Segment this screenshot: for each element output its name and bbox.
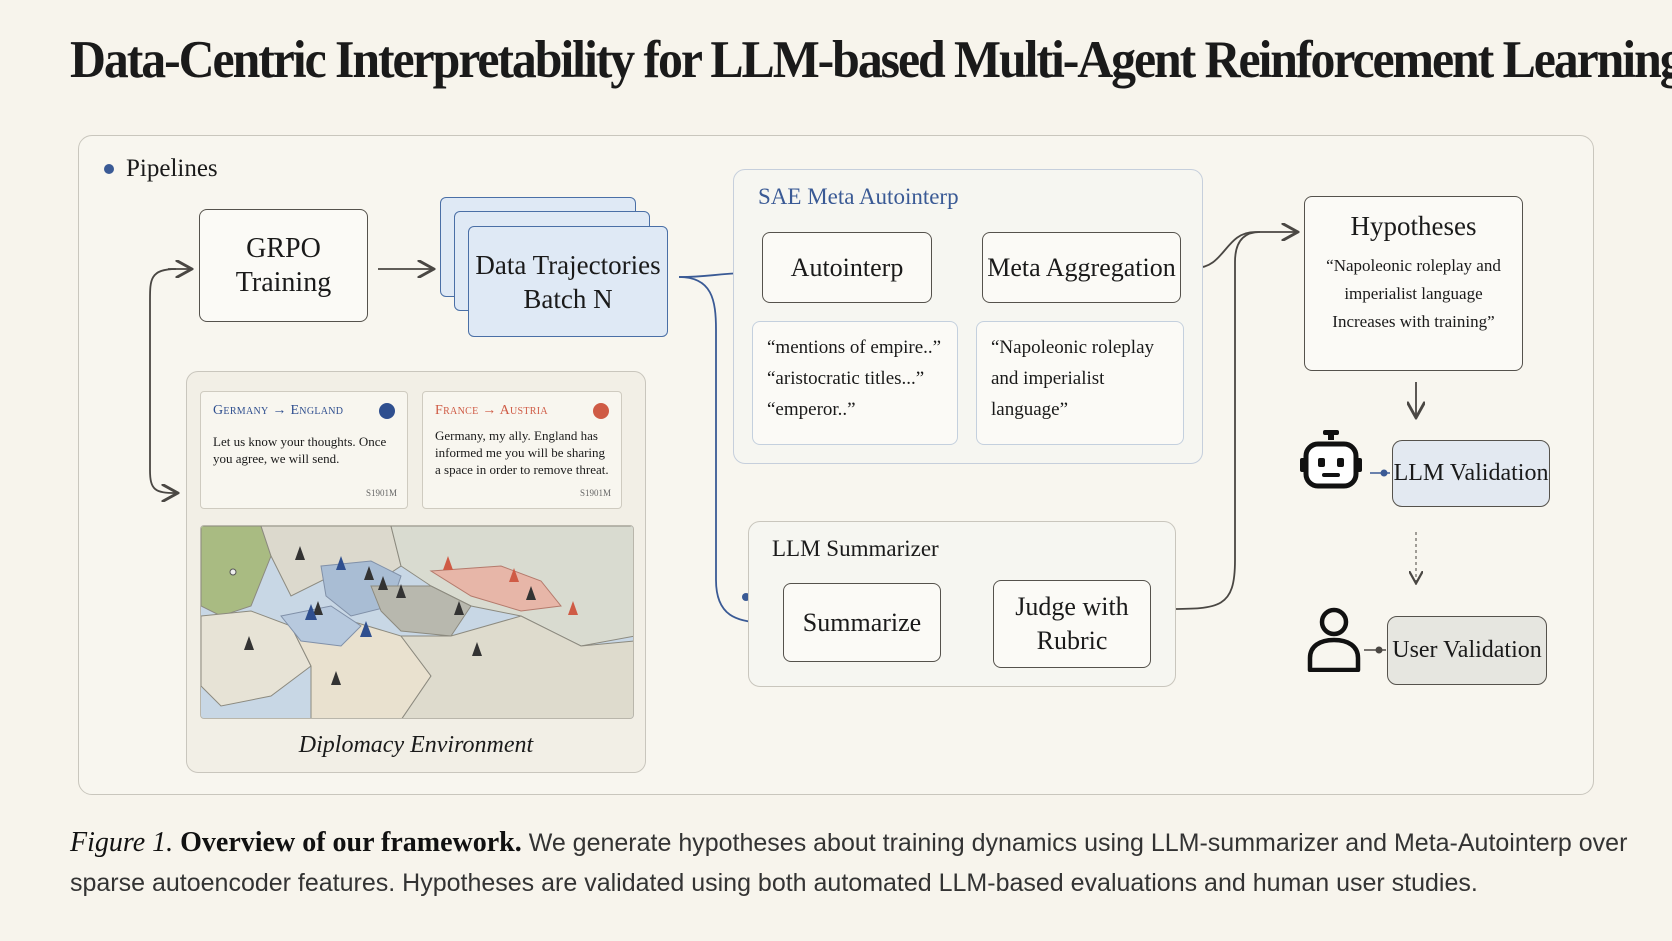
arrow-judge-to-hypotheses: [1166, 231, 1261, 610]
meta-aggregation-label: Meta Aggregation: [987, 252, 1176, 282]
environment-label: Diplomacy Environment: [298, 732, 534, 758]
diplomacy-map: [200, 525, 634, 719]
arrow-batch-to-summarizer: [678, 276, 770, 623]
feature-quote-3: “emperor..”: [767, 399, 856, 420]
aggregate-quote: “Napoleonic roleplay and imperialist lan…: [976, 321, 1184, 445]
sae-group-title: SAE Meta Autointerp: [758, 184, 959, 209]
legend-dot-icon: [104, 164, 114, 174]
aggregate-quote-1: “Napoleonic roleplay: [991, 337, 1155, 358]
autointerp-label: Autointerp: [790, 252, 904, 282]
grpo-label-line1: GRPO: [246, 232, 321, 264]
grpo-label-line2: Training: [235, 266, 332, 298]
judge-label-line1: Judge with: [1015, 592, 1129, 621]
arrow-meta-to-hypotheses: [1194, 232, 1296, 269]
france-message-text: Germany, my ally. England has informed m…: [435, 428, 609, 477]
legend: Pipelines: [104, 155, 218, 183]
germany-message-text: Let us know your thoughts. Once you agre…: [213, 434, 387, 466]
data-trajectories-box: Data Trajectories Batch N: [468, 226, 668, 337]
hypothesis-line-3: Increases with training”: [1332, 312, 1495, 331]
hypotheses-box: Hypotheses “Napoleonic roleplay and impe…: [1304, 196, 1523, 371]
message-card-france: France → Austria Germany, my ally. Engla…: [422, 391, 622, 509]
hypotheses-title: Hypotheses: [1350, 211, 1477, 241]
france-message-header: France → Austria: [435, 403, 548, 418]
summarizer-group-title: LLM Summarizer: [772, 536, 939, 561]
llm-validation-box: LLM Validation: [1392, 440, 1550, 507]
llm-validation-label: LLM Validation: [1393, 460, 1549, 486]
user-icon: [1307, 607, 1361, 672]
figure-title: Data-Centric Interpretability for LLM-ba…: [70, 31, 1672, 89]
autointerp-box: Autointerp: [762, 232, 932, 303]
hypothesis-line-1: “Napoleonic roleplay and: [1326, 256, 1501, 275]
feature-quote-1: “mentions of empire..”: [767, 337, 942, 358]
batch-label-line1: Data Trajectories: [475, 249, 661, 280]
aggregate-quote-3: language”: [991, 399, 1069, 420]
caption-heading: Overview of our framework.: [180, 827, 522, 858]
germany-message-stamp: S1901M: [365, 488, 397, 498]
judge-with-rubric-box: Judge with Rubric: [993, 580, 1151, 668]
france-color-dot-icon: [593, 402, 609, 419]
caption-body: We generate hypotheses about training dy…: [70, 829, 1628, 897]
batch-label-line2: Batch N: [523, 283, 613, 314]
meta-aggregation-box: Meta Aggregation: [982, 232, 1181, 303]
summarize-box: Summarize: [783, 583, 941, 662]
germany-color-dot-icon: [379, 402, 395, 419]
legend-label: Pipelines: [126, 155, 218, 182]
user-validation-box: User Validation: [1387, 616, 1547, 685]
message-card-germany: Germany → England Let us know your thoug…: [200, 391, 408, 509]
summarize-label: Summarize: [802, 607, 922, 637]
robot-icon: [1300, 430, 1362, 489]
europe-map-image: [201, 526, 633, 718]
sae-features-quote: “mentions of empire..” “aristocratic tit…: [752, 321, 958, 445]
aggregate-quote-2: and imperialist: [991, 368, 1105, 389]
figure-caption: Figure 1. Overview of our framework. We …: [70, 823, 1630, 903]
grpo-training-box: GRPO Training: [199, 209, 368, 322]
caption-figure-number: Figure 1.: [70, 827, 174, 858]
judge-label-line2: Rubric: [1036, 626, 1108, 655]
feature-quote-2: “aristocratic titles...”: [767, 368, 925, 389]
loop-env: [149, 268, 176, 493]
hypothesis-line-2: imperialist language: [1344, 284, 1483, 303]
user-validation-label: User Validation: [1392, 637, 1542, 663]
france-message-stamp: S1901M: [579, 488, 611, 498]
germany-message-header: Germany → England: [213, 403, 344, 418]
